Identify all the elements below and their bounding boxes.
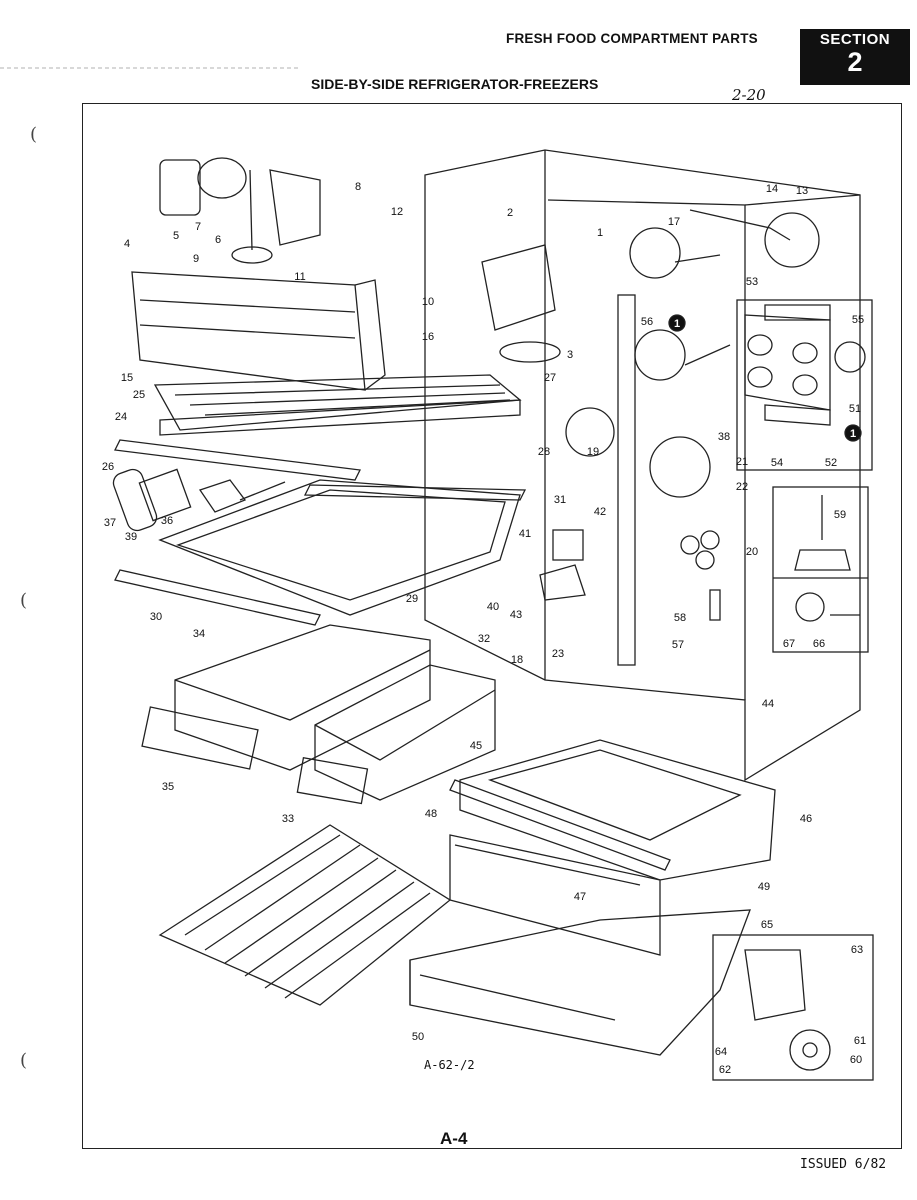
shelf-lower	[158, 824, 452, 1006]
handwritten-note: 2-20	[732, 86, 766, 104]
callout-12: 12	[391, 206, 403, 218]
header-rule	[0, 67, 300, 69]
callout-55: 55	[852, 314, 864, 326]
callout-65: 65	[761, 919, 773, 931]
callout-3: 3	[567, 349, 573, 361]
section-label: SECTION	[819, 31, 891, 48]
callout-62: 62	[719, 1064, 731, 1076]
callout-10: 10	[422, 296, 434, 308]
callout-17: 17	[668, 216, 680, 228]
callout-59: 59	[834, 509, 846, 521]
section-number: 2	[847, 47, 863, 77]
callout-28: 28	[538, 446, 550, 458]
callout-31: 31	[554, 494, 566, 506]
inset-panel-59-67	[772, 486, 869, 653]
callout-30: 30	[150, 611, 162, 623]
callout-63: 63	[851, 944, 863, 956]
drawing-number: A-62-/2	[424, 1058, 475, 1072]
callout-53: 53	[746, 276, 758, 288]
callout-16: 16	[422, 331, 434, 343]
callout-20: 20	[746, 546, 758, 558]
callout-34: 34	[193, 628, 205, 640]
callout-25: 25	[133, 389, 145, 401]
callout-52: 52	[825, 457, 837, 469]
callout-61: 61	[854, 1035, 866, 1047]
callout-44: 44	[762, 698, 774, 710]
header-subtitle: SIDE-BY-SIDE REFRIGERATOR-FREEZERS	[311, 76, 599, 92]
inset-panel-51-55	[736, 299, 873, 471]
callout-32: 32	[478, 633, 490, 645]
callout-64: 64	[715, 1046, 727, 1058]
callout-67: 67	[783, 638, 795, 650]
svg-text:1: 1	[850, 428, 856, 440]
callout-66: 66	[813, 638, 825, 650]
callout-57: 57	[672, 639, 684, 651]
diagram-frame	[82, 103, 902, 1149]
callout-58: 58	[674, 612, 686, 624]
callout-37: 37	[104, 517, 116, 529]
issued-date: ISSUED 6/82	[800, 1157, 887, 1172]
callout-49: 49	[758, 881, 770, 893]
margin-mark-mid: (	[20, 590, 28, 611]
callout-36: 36	[161, 515, 173, 527]
callout-48: 48	[425, 808, 437, 820]
callout-54: 54	[771, 457, 783, 469]
callout-22: 22	[736, 481, 748, 493]
callout-7: 7	[195, 221, 201, 233]
callout-5: 5	[173, 230, 179, 242]
callout-41: 41	[519, 528, 531, 540]
callout-35: 35	[162, 781, 174, 793]
crisper-cover	[158, 479, 521, 616]
callout-27: 27	[544, 372, 556, 384]
callout-21: 21	[736, 456, 748, 468]
cabinet-liner	[424, 149, 861, 782]
callout-47: 47	[574, 891, 586, 903]
mullion-strip	[617, 294, 636, 666]
callout-2: 2	[507, 207, 513, 219]
callout-26: 26	[102, 461, 114, 473]
callout-19: 19	[587, 446, 599, 458]
callout-11: 11	[294, 271, 305, 283]
callout-38: 38	[718, 431, 730, 443]
section-badge: SECTION 2	[800, 29, 910, 85]
note-marker	[844, 424, 862, 442]
callout-6: 6	[215, 234, 221, 246]
margin-mark-top: (	[30, 124, 38, 145]
light-housing	[481, 244, 556, 331]
callout-23: 23	[552, 648, 564, 660]
svg-text:1: 1	[674, 318, 680, 330]
page-code: A-4	[440, 1129, 468, 1148]
callout-45: 45	[470, 740, 482, 752]
callout-15: 15	[121, 372, 133, 384]
inset-panel-60-65	[712, 934, 874, 1081]
callout-13: 13	[796, 185, 808, 197]
callout-1: 1	[597, 227, 603, 239]
header-title: FRESH FOOD COMPARTMENT PARTS	[506, 31, 758, 46]
callout-60: 60	[850, 1054, 862, 1066]
callout-24: 24	[115, 411, 127, 423]
callout-50: 50	[412, 1031, 424, 1043]
callout-9: 9	[193, 253, 199, 265]
crisper-pan-right	[314, 664, 496, 801]
callout-29: 29	[406, 593, 418, 605]
callout-43: 43	[510, 609, 522, 621]
callout-51: 51	[849, 403, 861, 415]
callout-42: 42	[594, 506, 606, 518]
callout-33: 33	[282, 813, 294, 825]
crisper-pan-left	[174, 624, 431, 771]
meat-keeper	[459, 739, 776, 881]
callout-40: 40	[487, 601, 499, 613]
callout-39: 39	[125, 531, 137, 543]
note-marker	[668, 314, 686, 332]
callout-18: 18	[511, 654, 523, 666]
callout-4: 4	[124, 238, 130, 250]
callout-56: 56	[641, 316, 653, 328]
callout-14: 14	[766, 183, 778, 195]
lower-drawer	[409, 909, 751, 1056]
callout-46: 46	[800, 813, 812, 825]
callout-8: 8	[355, 181, 361, 193]
margin-mark-bottom: (	[20, 1050, 28, 1071]
